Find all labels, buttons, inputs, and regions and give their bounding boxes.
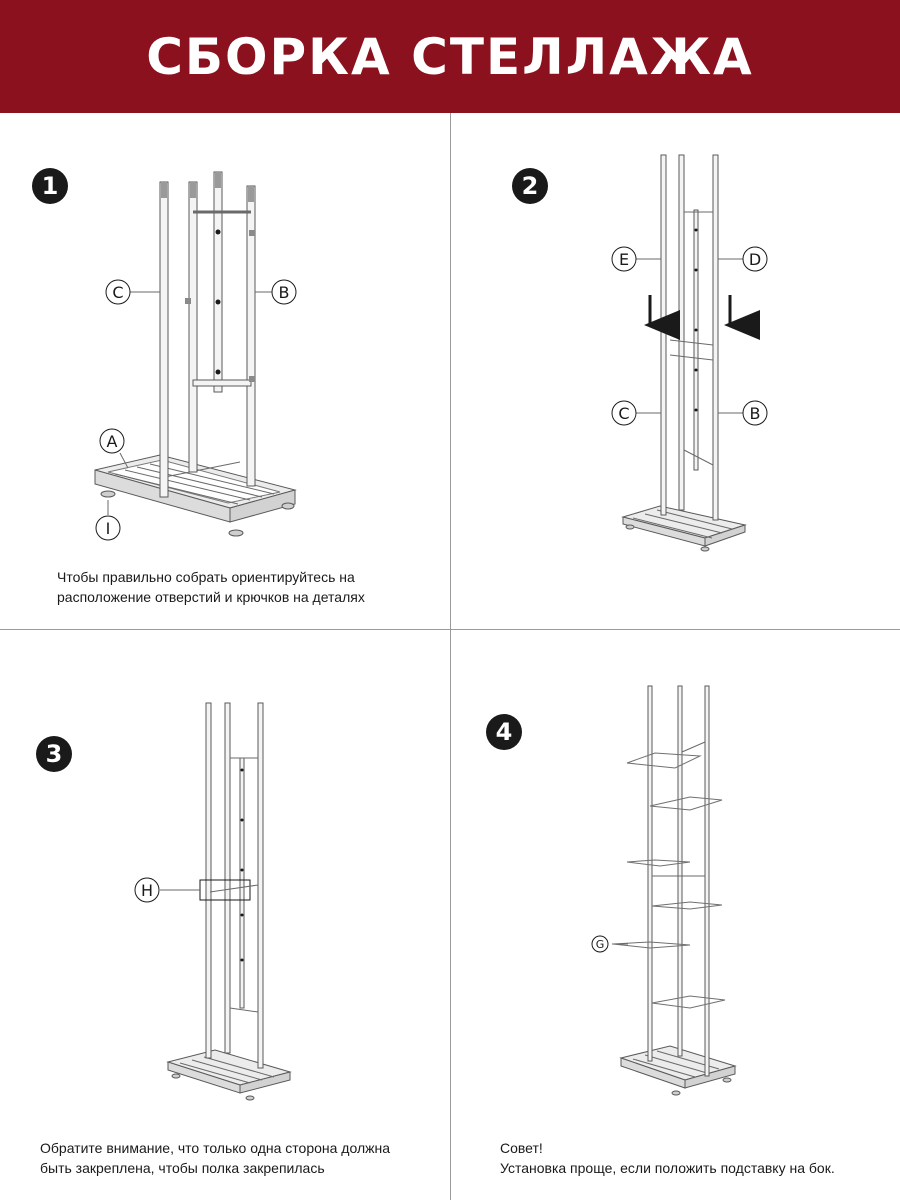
label-b-circle xyxy=(742,400,768,426)
label-a: A xyxy=(107,432,118,451)
step-3-diagram: H xyxy=(134,702,292,1101)
page-title: СБОРКА СТЕЛЛАЖА xyxy=(146,27,754,86)
shelf xyxy=(651,995,726,1009)
label-e-circle xyxy=(611,246,637,272)
label-g-circle xyxy=(591,935,609,953)
label-i-circle xyxy=(95,515,121,541)
step-1-diagram: C B A I xyxy=(94,171,297,541)
label-b: B xyxy=(279,283,290,302)
caption-line: расположение отверстий и крючков на дета… xyxy=(57,589,365,605)
label-h: H xyxy=(141,881,153,900)
title-banner: СБОРКА СТЕЛЛАЖА xyxy=(0,0,900,113)
label-c: C xyxy=(618,404,629,423)
caption-line: Совет! xyxy=(500,1140,543,1156)
caption-line: Установка проще, если положить подставку… xyxy=(500,1160,835,1176)
step-4-caption: Совет! Установка проще, если положить по… xyxy=(500,1138,835,1178)
label-c: C xyxy=(112,283,123,302)
caption-line: Обратите внимание, что только одна сторо… xyxy=(40,1140,391,1156)
step-1-caption: Чтобы правильно собрать ориентируйтесь н… xyxy=(57,567,365,607)
label-g: G xyxy=(596,938,605,951)
step-2-diagram: E D C B xyxy=(611,154,768,552)
shelf xyxy=(626,752,702,769)
caption-line: быть закреплена, чтобы полка закрепилась xyxy=(40,1160,325,1176)
shelf xyxy=(626,859,691,867)
caption-line: Чтобы правильно собрать ориентируйтесь н… xyxy=(57,569,355,585)
step-1-badge: 1 xyxy=(32,168,68,204)
label-a-circle xyxy=(99,428,125,454)
shelf xyxy=(649,796,723,811)
label-e: E xyxy=(619,250,629,269)
label-d: D xyxy=(749,250,761,269)
label-d-circle xyxy=(742,246,768,272)
step-3-badge: 3 xyxy=(36,736,72,772)
shelf xyxy=(651,901,723,910)
label-c-circle xyxy=(611,400,637,426)
label-b: B xyxy=(750,404,761,423)
step-4-diagram: G xyxy=(591,685,737,1096)
label-i: I xyxy=(106,519,111,538)
step-3-caption: Обратите внимание, что только одна сторо… xyxy=(40,1138,390,1178)
step-4-badge: 4 xyxy=(486,714,522,750)
horizontal-divider xyxy=(0,629,900,630)
step-2-badge: 2 xyxy=(512,168,548,204)
label-c-circle xyxy=(105,279,131,305)
foot-i xyxy=(100,490,116,498)
shelf-g xyxy=(612,941,691,949)
label-b-circle xyxy=(271,279,297,305)
vertical-divider xyxy=(450,113,451,1200)
label-h-circle xyxy=(134,877,160,903)
pole-c xyxy=(159,181,169,498)
